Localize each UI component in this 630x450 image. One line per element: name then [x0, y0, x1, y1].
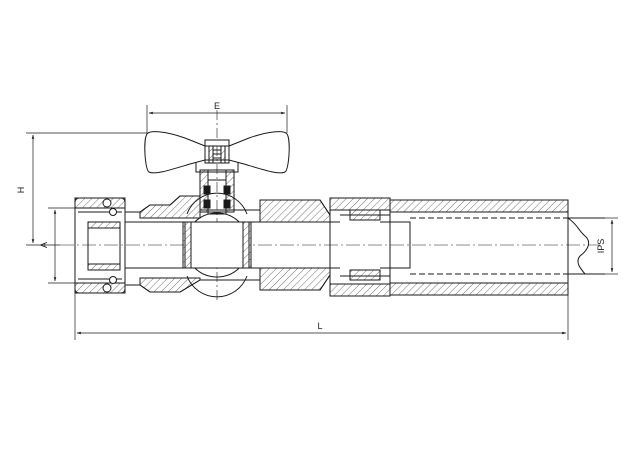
ball: [182, 192, 252, 298]
dimension-e: [146, 105, 288, 133]
compression-fitting: [329, 197, 411, 297]
dimension-label-e: E: [214, 101, 220, 111]
dimension-h: [26, 132, 147, 246]
dimension-label-h: H: [16, 187, 26, 194]
dimension-label-a: A: [39, 242, 49, 248]
dimension-label-l: L: [317, 321, 322, 331]
dimension-label-ips: IPS: [596, 239, 606, 254]
dimension-l: [74, 293, 569, 340]
butterfly-handle: [144, 131, 290, 174]
stem-assembly: [195, 144, 239, 215]
pipe: [389, 199, 605, 296]
dimension-ips: [605, 217, 618, 275]
union-nut: [74, 197, 126, 294]
dimension-a: [48, 207, 75, 284]
